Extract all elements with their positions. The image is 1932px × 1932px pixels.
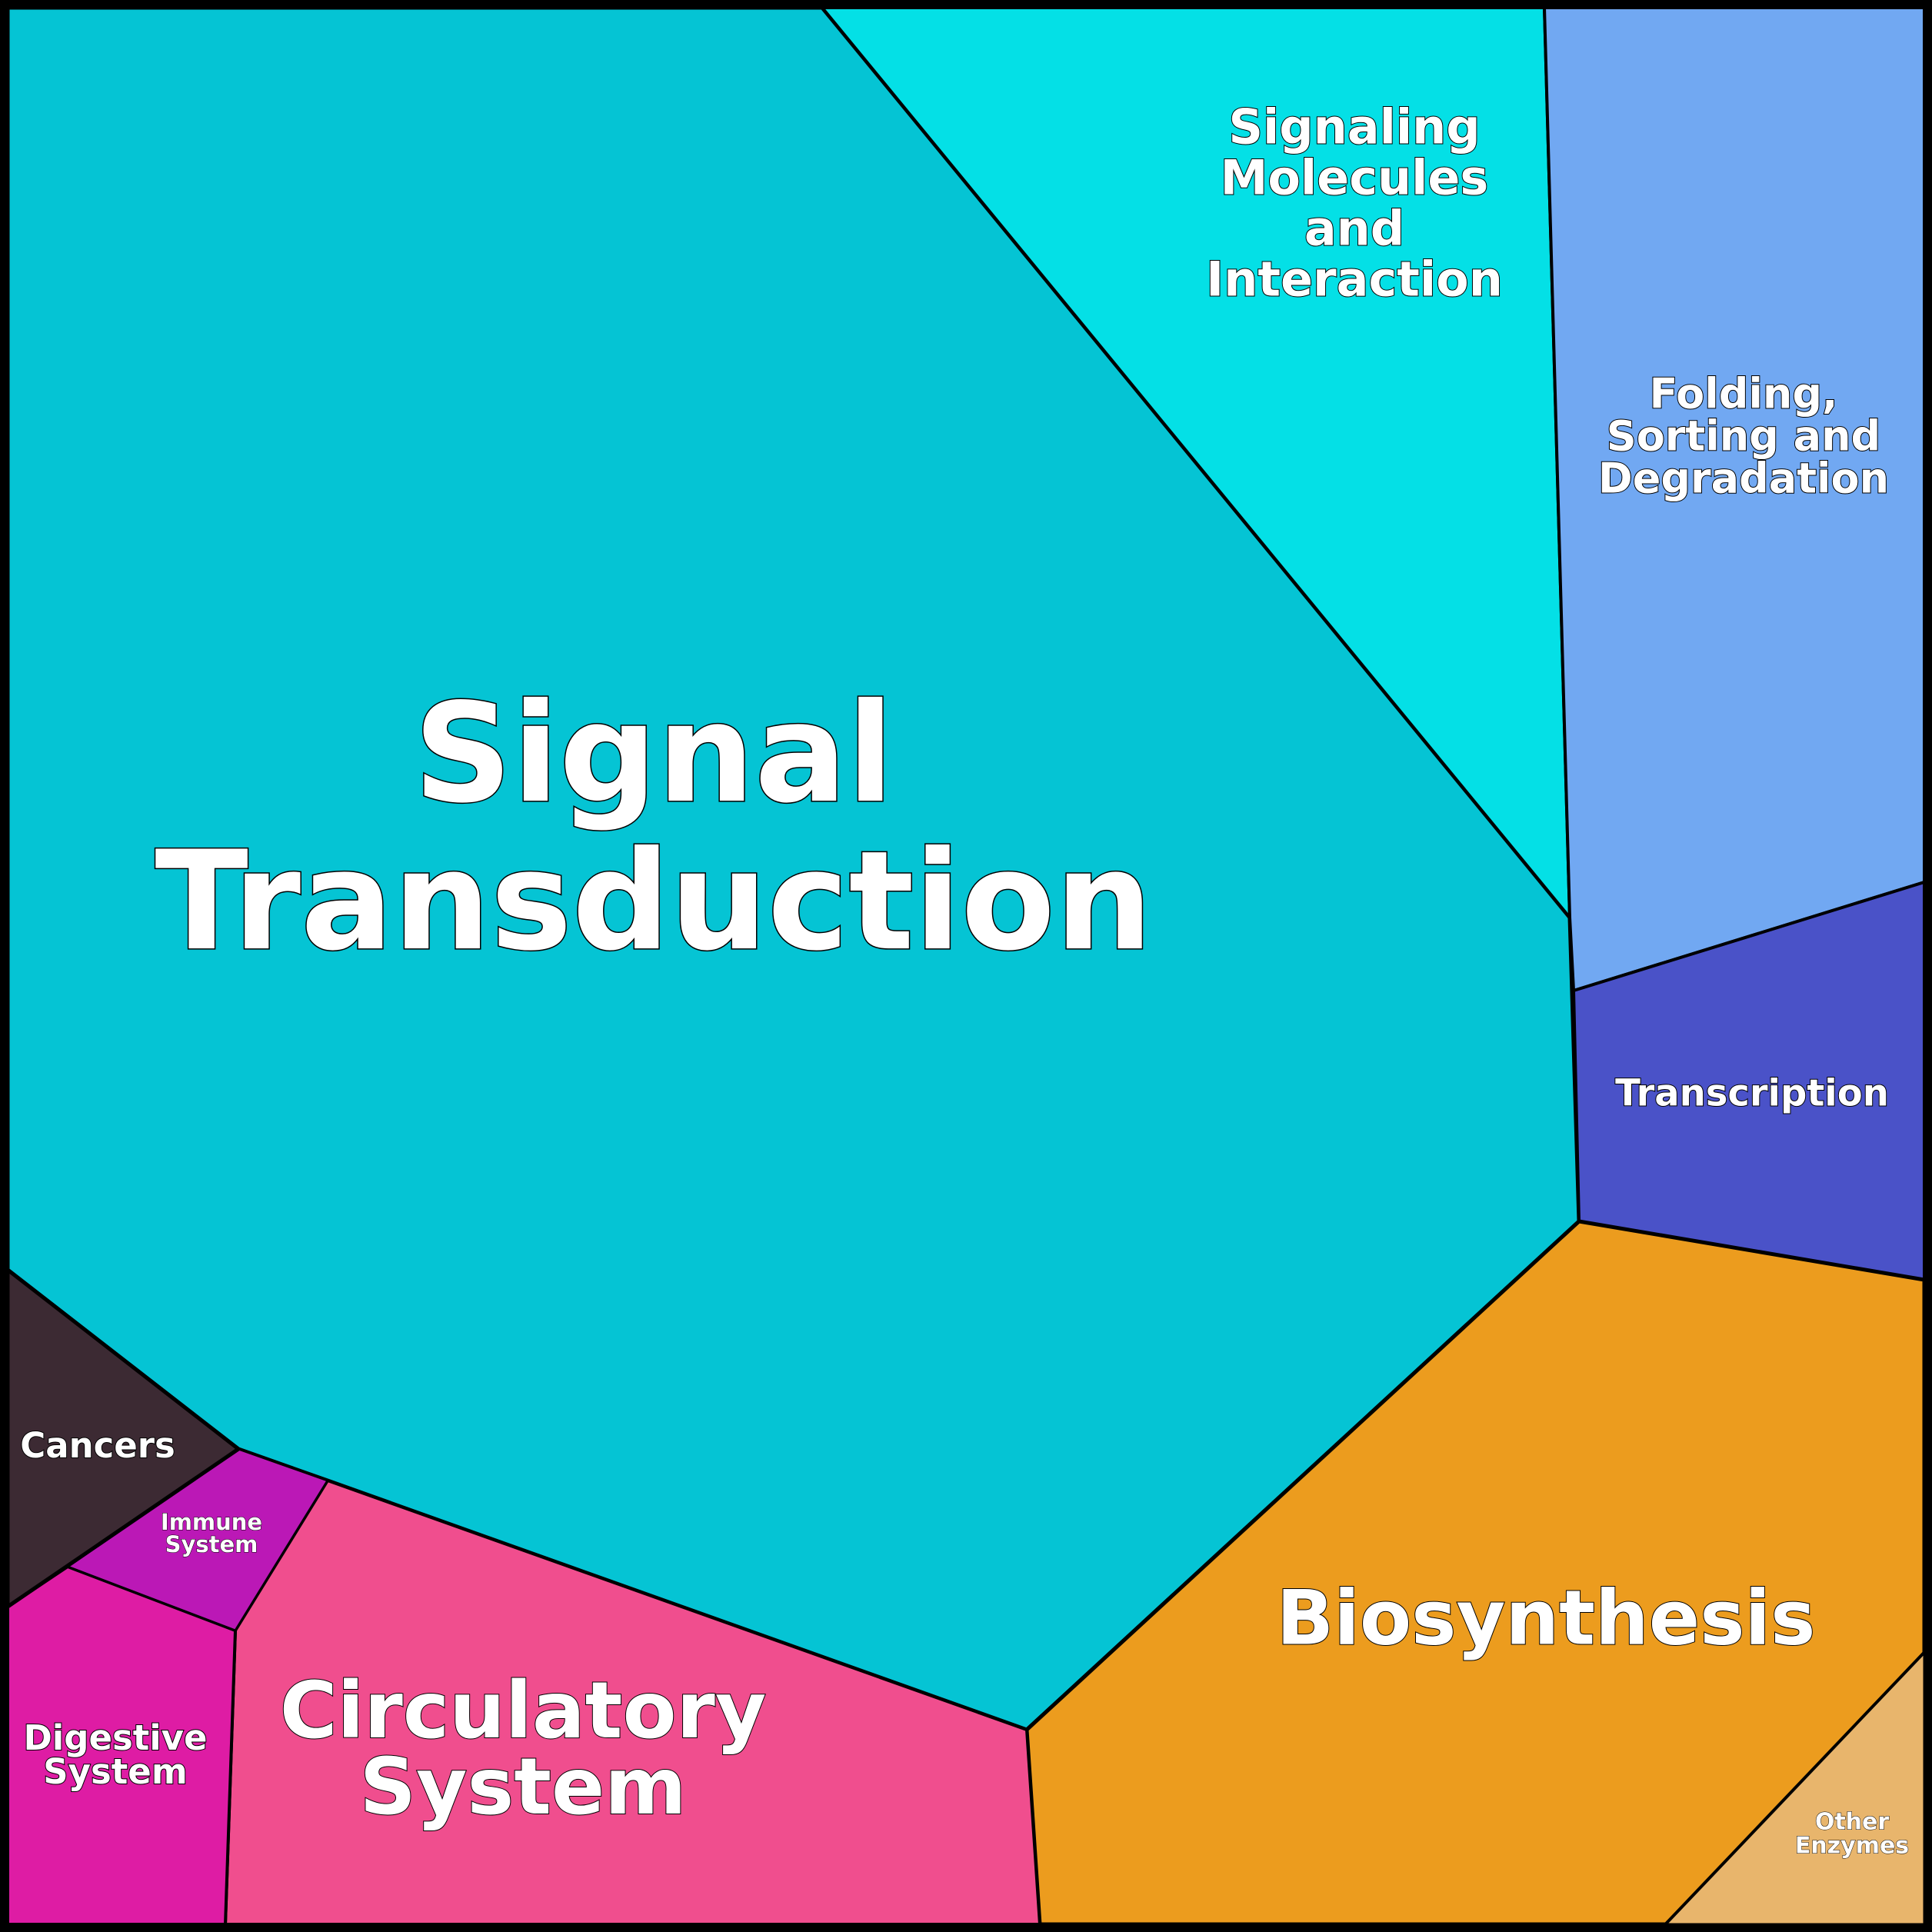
label-line: Sorting and (1607, 411, 1880, 460)
label-line: System (165, 1531, 258, 1557)
label-line: Circulatory (280, 1665, 767, 1757)
label-line: Immune (161, 1509, 262, 1535)
label-line: Other (1815, 1808, 1890, 1835)
label-line: Degradation (1598, 454, 1889, 502)
label-line: Cancers (20, 1425, 175, 1466)
label-line: Enzymes (1795, 1832, 1909, 1859)
label-line: Folding, (1649, 369, 1837, 418)
label-line: Signaling (1228, 98, 1480, 155)
label-line: and (1304, 200, 1404, 256)
label-line: System (43, 1751, 187, 1792)
label-cancers: Cancers (20, 1425, 175, 1466)
label-line: Signal (414, 674, 894, 833)
label-line: Biosynthesis (1277, 1574, 1816, 1662)
label-line: System (360, 1741, 687, 1833)
cells-layer (5, 5, 1927, 1927)
label-line: Digestive (23, 1717, 207, 1758)
label-line: Transcription (1615, 1071, 1889, 1114)
label-line: Interaction (1206, 251, 1503, 307)
label-line: Transduction (155, 821, 1152, 981)
label-biosynthesis: Biosynthesis (1277, 1574, 1816, 1662)
label-line: Molecules (1221, 149, 1489, 205)
label-transcription: Transcription (1615, 1071, 1889, 1114)
